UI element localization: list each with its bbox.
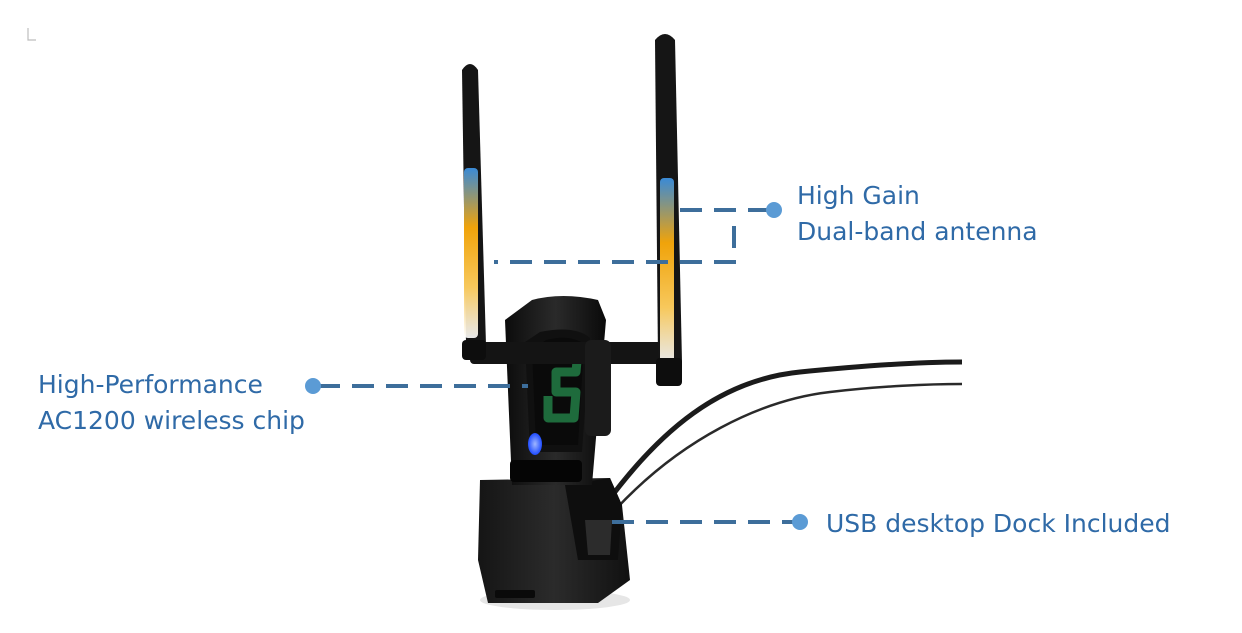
callout-dot-chip — [305, 378, 321, 394]
callout-dock: USB desktop Dock Included — [826, 506, 1171, 542]
leader-lines — [318, 208, 796, 524]
antenna-icon — [462, 34, 682, 436]
callout-antenna-line1: High Gain — [797, 181, 920, 210]
callout-chip-line1: High-Performance — [38, 370, 263, 399]
corner-mark — [27, 28, 36, 41]
callout-antenna-line2: Dual-band antenna — [797, 217, 1038, 246]
callout-chip-line2: AC1200 wireless chip — [38, 406, 305, 435]
callout-dock-line1: USB desktop Dock Included — [826, 509, 1171, 538]
leader-antenna-bottom — [494, 226, 736, 264]
callout-dot-antenna — [766, 202, 782, 218]
usb-cable-icon — [602, 359, 963, 511]
callout-chip: High-Performance AC1200 wireless chip — [38, 367, 305, 439]
callout-antenna: High Gain Dual-band antenna — [797, 178, 1038, 250]
usb-dock-icon — [478, 478, 630, 610]
callout-dot-dock — [792, 514, 808, 530]
